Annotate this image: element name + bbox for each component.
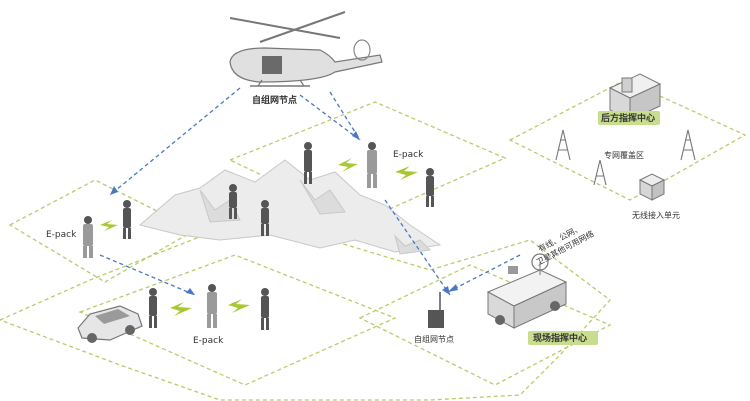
helicopter xyxy=(229,11,383,87)
rear-command-badge xyxy=(598,111,660,125)
wireless-access-unit-label: 无线接入单元 xyxy=(632,210,680,220)
private-net-coverage-label: 专网覆盖区 xyxy=(604,150,644,160)
epack-label-top: E-pack xyxy=(393,150,424,160)
police-car xyxy=(77,305,143,343)
dashed-links xyxy=(99,87,521,296)
cell-tower-icons xyxy=(555,129,696,186)
wireless-access-unit-icon xyxy=(638,173,666,201)
person-icon xyxy=(261,288,269,330)
command-vehicle xyxy=(486,253,568,329)
mountain-range xyxy=(138,159,442,255)
network-note: 有线、公网、 卫星其他可用网络 xyxy=(534,222,595,267)
person-icon xyxy=(304,142,312,184)
helicopter-node-label: 自组网节点 xyxy=(252,94,297,106)
field-command-label: 现场指挥中心 xyxy=(533,332,587,344)
person-icon xyxy=(123,200,131,239)
epack-soldier-icon xyxy=(367,142,377,188)
link-arrowheads xyxy=(110,131,458,295)
personnel-figures xyxy=(83,142,434,330)
field-command-badge xyxy=(528,331,598,345)
epack-label-bottom: E-pack xyxy=(193,336,224,346)
epack-label-left: E-pack xyxy=(46,230,77,240)
adhoc-node-radio-icon xyxy=(428,292,444,328)
person-icon xyxy=(229,184,237,219)
zone-field-command xyxy=(358,264,612,386)
zone-bottom-epack xyxy=(78,254,397,386)
zone-rear-command xyxy=(508,79,747,201)
vehicle-node-label: 自组网节点 xyxy=(414,334,454,344)
person-icon xyxy=(426,168,434,207)
zone-left-epack xyxy=(8,179,197,283)
rear-command-label: 后方指挥中心 xyxy=(601,112,655,124)
epack-soldier-icon xyxy=(207,284,217,328)
person-icon xyxy=(261,200,269,236)
wireless-lightning xyxy=(100,158,418,316)
epack-soldier-icon xyxy=(83,216,93,258)
person-icon xyxy=(149,288,157,328)
